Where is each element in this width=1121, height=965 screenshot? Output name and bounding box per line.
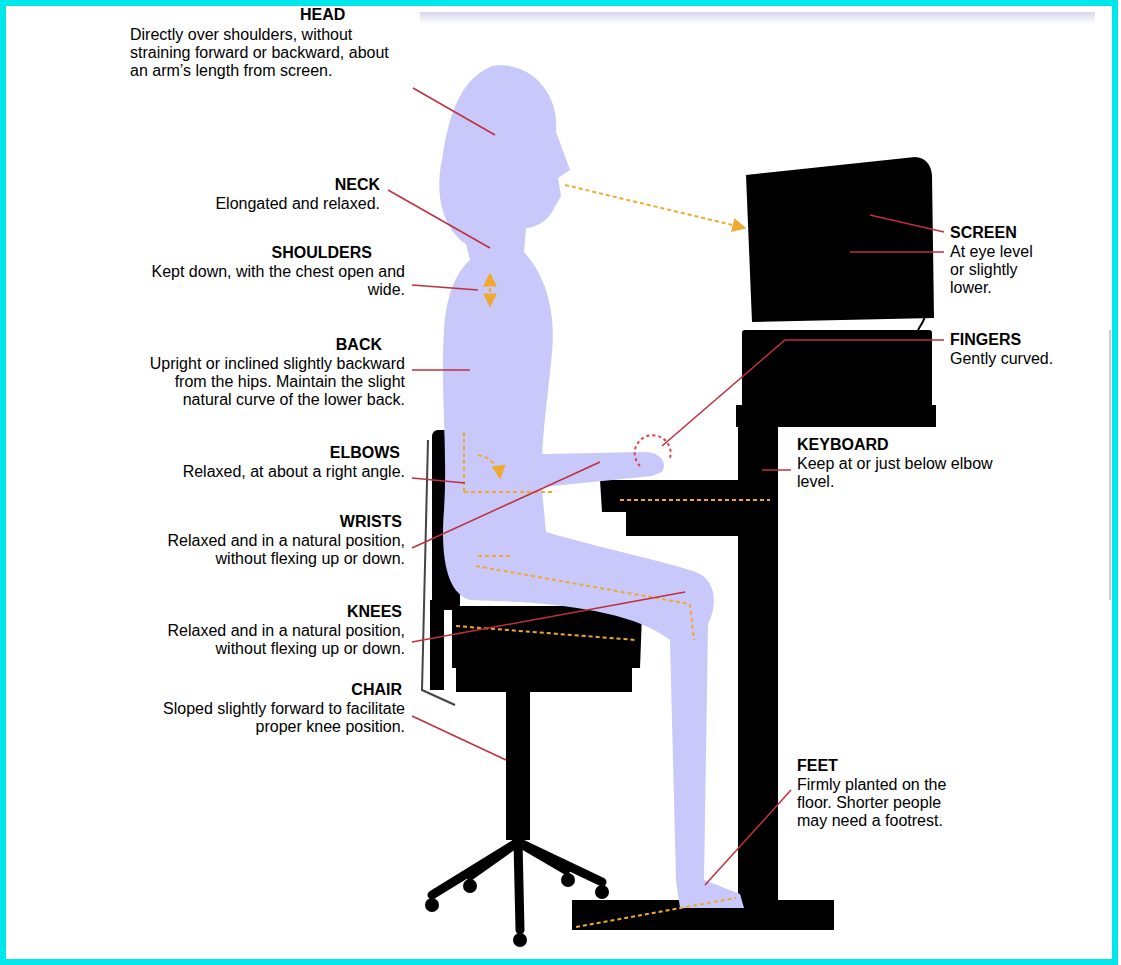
posture-guide bbox=[489, 274, 491, 306]
leader-line bbox=[388, 190, 490, 248]
posture-guide bbox=[620, 499, 770, 501]
office-chair bbox=[506, 690, 530, 840]
part-note: Keep at or just below elbow level. bbox=[797, 455, 1012, 491]
posture-guide bbox=[690, 604, 694, 640]
part-note: At eye level or slightly lower. bbox=[950, 243, 1042, 297]
office-chair bbox=[432, 842, 518, 895]
office-chair bbox=[513, 933, 527, 947]
leader-line bbox=[662, 340, 944, 446]
computer-desk bbox=[905, 262, 919, 302]
office-chair bbox=[463, 879, 477, 893]
computer-desk bbox=[742, 330, 932, 408]
posture-guide bbox=[576, 898, 736, 927]
leader-line bbox=[412, 716, 506, 760]
computer-desk bbox=[736, 405, 936, 427]
computer-desk bbox=[738, 427, 778, 902]
part-note: Directly over shoulders, without straini… bbox=[130, 26, 398, 80]
part-note: Gently curved. bbox=[950, 350, 1100, 368]
part-heading: KNEES bbox=[282, 603, 402, 621]
posture-guide bbox=[478, 555, 512, 557]
leader-line bbox=[870, 215, 944, 232]
leader-line bbox=[412, 592, 685, 642]
posture-guide bbox=[456, 185, 770, 927]
leader-line bbox=[705, 790, 791, 885]
part-heading: FINGERS bbox=[950, 331, 1070, 349]
leader-line bbox=[412, 369, 470, 371]
office-chair bbox=[425, 898, 439, 912]
computer-desk bbox=[600, 480, 742, 536]
part-heading: WRISTS bbox=[282, 513, 402, 531]
part-heading: FEET bbox=[797, 757, 897, 775]
posture-guide bbox=[478, 455, 500, 478]
office-chair bbox=[470, 842, 518, 876]
part-heading: BACK bbox=[262, 336, 382, 354]
office-chair bbox=[561, 873, 575, 887]
part-heading: KEYBOARD bbox=[797, 436, 947, 454]
part-note: Relaxed, at about a right angle. bbox=[137, 463, 405, 481]
part-note: Kept down, with the chest open and wide. bbox=[137, 263, 405, 299]
office-chair bbox=[452, 606, 642, 668]
posture-guide bbox=[456, 626, 636, 640]
office-chair bbox=[456, 668, 632, 692]
part-heading: NECK bbox=[260, 176, 380, 194]
part-heading: SHOULDERS bbox=[242, 244, 372, 262]
posture-guide bbox=[464, 491, 552, 493]
part-heading: ELBOWS bbox=[280, 444, 400, 462]
posture-guide bbox=[565, 185, 745, 228]
leader-line bbox=[412, 285, 478, 290]
page-frame bbox=[3, 3, 1115, 962]
seated-person bbox=[439, 65, 744, 908]
leader-line bbox=[412, 478, 465, 483]
page-frame bbox=[3, 3, 1115, 962]
finger-curve bbox=[635, 435, 671, 466]
office-chair bbox=[518, 842, 566, 870]
part-heading: HEAD bbox=[300, 6, 420, 24]
part-note: Relaxed and in a natural position, witho… bbox=[137, 532, 405, 568]
seated-person bbox=[439, 65, 744, 908]
part-heading: CHAIR bbox=[282, 681, 402, 699]
leader-line bbox=[850, 251, 944, 253]
part-note: Firmly planted on the floor. Shorter peo… bbox=[797, 776, 961, 830]
seated-person bbox=[458, 282, 664, 492]
office-chair bbox=[518, 842, 520, 930]
leader-line bbox=[413, 88, 495, 135]
leader-line bbox=[762, 469, 791, 471]
part-note: Sloped slightly forward to facilitate pr… bbox=[137, 700, 405, 736]
leader-line bbox=[412, 462, 600, 548]
page-frame bbox=[420, 12, 1095, 24]
leader-line bbox=[388, 88, 944, 885]
part-note: Upright or inclined slightly backward fr… bbox=[137, 355, 405, 409]
office-chair bbox=[595, 885, 609, 899]
page-frame bbox=[1110, 330, 1111, 600]
posture-guide bbox=[476, 566, 690, 604]
part-note: Relaxed and in a natural position, witho… bbox=[137, 622, 405, 658]
part-heading: SCREEN bbox=[950, 224, 1070, 242]
office-chair bbox=[430, 600, 444, 690]
office-chair bbox=[518, 842, 602, 882]
computer-desk bbox=[746, 157, 934, 322]
part-note: Elongated and relaxed. bbox=[112, 195, 380, 213]
